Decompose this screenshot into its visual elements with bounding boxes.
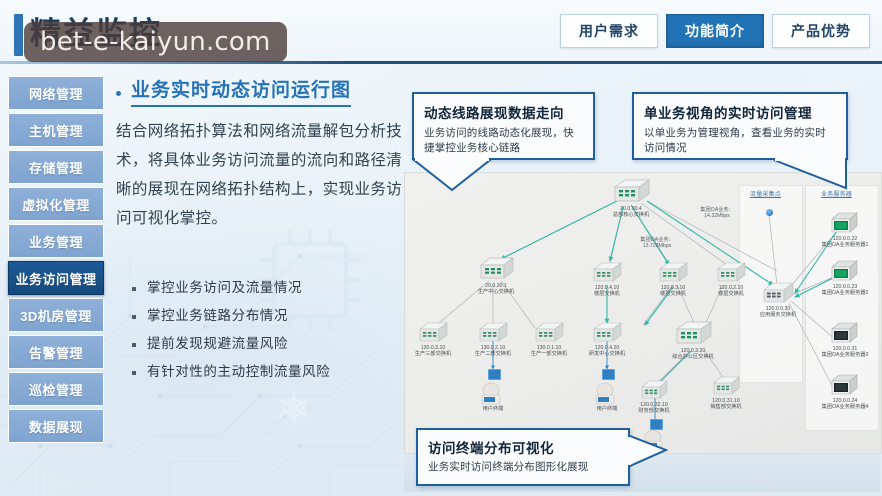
callout-dynamic-route: 动态线路展现数据走向 业务访问的线路动态化展现，快捷掌控业务核心链路 [412,92,595,160]
section-heading: 业务实时动态访问运行图 [116,78,412,107]
title-accent-bar [14,14,23,56]
node-sales-dept-switch[interactable] [711,375,741,397]
callout-terminal-distribution: 访问终端分布可视化 业务实时访问终端分布图形化展现 [416,428,630,486]
sidebar-item-alarm[interactable]: 告警管理 [8,335,104,369]
callout-terminal-distribution-body: 业务实时访问终端分布图形化展现 [428,461,589,473]
tab-user-requirements[interactable]: 用户需求 [560,14,658,48]
node-oa-server-1[interactable] [829,211,859,235]
callout-dynamic-route-pointer [412,158,492,192]
node-office-zone-switch[interactable] [673,319,713,347]
sidebar-item-virtualization[interactable]: 虚拟化管理 [8,187,104,221]
bullet-square-icon [132,287,136,291]
terminal-count-badge [650,419,663,430]
bullet-square-icon [132,315,136,319]
node-production-dept1-switch[interactable] [533,321,565,344]
sidebar-item-host[interactable]: 主机管理 [8,113,104,147]
callout-dynamic-route-body: 业务访问的线路动态化展现，快捷掌控业务核心链路 [424,127,574,154]
callout-terminal-distribution-title: 访问终端分布可视化 [428,441,554,456]
section-title: 业务实时动态访问运行图 [131,78,352,107]
sidebar-nav: 网络管理 主机管理 存储管理 虚拟化管理 业务管理 业务访问管理 3D机房管理 … [8,76,104,446]
bullet-square-icon [132,371,136,375]
snowflake-glyph-decoration [268,382,320,434]
node-app-service-switch[interactable] [761,281,795,305]
header-divider [0,61,882,64]
node-user-terminal-1[interactable] [477,381,507,407]
flow-label-oa-13728: 集团OA业务：13.728Mbps [640,237,674,250]
sidebar-item-data-display[interactable]: 数据展现 [8,409,104,443]
save-glyph-decoration [160,385,206,431]
node-oa-server-4[interactable] [829,373,859,397]
node-label-user-terminal-2: 用户终端 [596,406,618,412]
node-user-terminal-2[interactable] [591,381,621,407]
sidebar-item-business-access[interactable]: 业务访问管理 [8,261,104,295]
watermark-overlay: bet-e-kaiyun.com [24,22,287,62]
feature-bullet-list: 掌控业务访问及流量情况 掌控业务链路分布情况 提前发现规避流量风险 有针对性的主… [132,278,422,390]
sidebar-item-storage[interactable]: 存储管理 [8,150,104,184]
sidebar-item-network[interactable]: 网络管理 [8,76,104,110]
header-tabs: 用户需求 功能简介 产品优势 [560,14,870,48]
content-block: 业务实时动态访问运行图 结合网络拓扑算法和网络流量解包分析技术，将具体业务访问流… [116,78,412,233]
node-production-dept3-switch[interactable] [417,321,449,344]
list-item-label: 掌控业务访问及流量情况 [147,280,303,295]
bullet-square-icon [132,343,136,347]
terminal-count-badge [602,369,615,380]
list-item: 有针对性的主动控制流量风险 [132,362,422,381]
node-floor-switch-2-10[interactable] [715,261,747,284]
bullet-dot-icon [116,91,121,96]
node-label-user-terminal-1: 用户终端 [482,406,504,412]
callout-single-business-view-title: 单业务视角的实时访问管理 [644,106,812,121]
callout-terminal-distribution-pointer [628,434,668,468]
node-oa-server-2[interactable] [829,259,859,283]
list-item: 掌控业务链路分布情况 [132,306,422,325]
flow-label-oa-1432: 集团OA业务：14.32Mbps [700,207,734,220]
callout-dynamic-route-title: 动态线路展现数据走向 [424,106,564,121]
list-item-label: 有针对性的主动控制流量风险 [147,364,331,379]
list-item: 提前发现规避流量风险 [132,334,422,353]
network-topology-diagram[interactable]: 流量采集点 业务服务器 [404,172,882,454]
node-production-dept2-switch[interactable] [477,321,509,344]
sidebar-item-inspection[interactable]: 巡检管理 [8,372,104,406]
node-oa-server-3[interactable] [829,321,859,345]
callout-single-business-view-body: 以单业务为管理视角，查看业务的实时访问情况 [644,127,826,154]
list-item-label: 掌控业务链路分布情况 [147,308,288,323]
sidebar-item-business[interactable]: 业务管理 [8,224,104,258]
node-production-center-switch[interactable] [477,255,515,282]
tab-product-advantages[interactable]: 产品优势 [772,14,870,48]
callout-single-business-view-pointer [773,158,847,190]
sidebar-item-3d-datacenter[interactable]: 3D机房管理 [8,298,104,332]
list-item: 掌控业务访问及流量情况 [132,278,422,297]
list-item-label: 提前发现规避流量风险 [147,336,288,351]
chip-glyph-decoration [250,220,370,340]
node-floor-switch-4-10[interactable] [591,261,623,284]
callout-single-business-view: 单业务视角的实时访问管理 以单业务为管理视角，查看业务的实时访问情况 [632,92,848,160]
node-finance-dept-switch[interactable] [639,379,669,401]
node-rd-center-switch[interactable] [591,321,623,344]
node-core-switch[interactable] [611,177,651,205]
terminal-count-badge [488,369,501,380]
node-floor-switch-3-10[interactable] [657,261,689,284]
section-paragraph: 结合网络拓扑算法和网络流量解包分析技术，将具体业务访问流量的流向和路径清晰的展现… [116,123,403,227]
traffic-collector-icon [766,209,773,216]
zone-label-business-servers: 业务服务器 [821,192,853,198]
zone-label-traffic-collector: 流量采集点 [750,192,782,198]
tab-feature-overview[interactable]: 功能简介 [666,14,764,48]
